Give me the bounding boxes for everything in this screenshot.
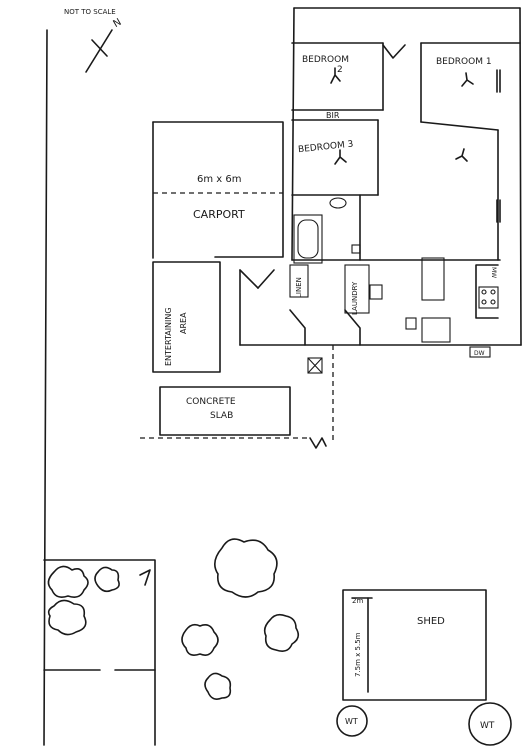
north-arrow-icon <box>85 29 113 73</box>
mw-label: MW <box>490 267 497 278</box>
wt-small-label: WT <box>345 717 358 726</box>
entertaining-area-label: AREA <box>179 312 188 334</box>
linen-label: LINEN <box>295 277 303 298</box>
shed-outline <box>342 589 487 701</box>
bedroom1-label: BEDROOM 1 <box>436 57 492 67</box>
concrete-label: CONCRETE <box>186 397 236 407</box>
shed-width-label: 2m <box>352 597 363 605</box>
dw-label: DW <box>474 350 485 357</box>
tree-icon <box>47 538 300 700</box>
entertaining-area-outline <box>152 261 221 373</box>
carport-size-label: 6m x 6m <box>197 174 241 185</box>
kitchen-island <box>421 257 445 301</box>
window-bedroom1 <box>496 69 501 93</box>
laundry-cupboard <box>344 264 370 314</box>
bedroom2-label: BEDROOM <box>302 55 349 65</box>
concrete-slab-outline <box>159 386 291 436</box>
garden-bed <box>43 559 156 746</box>
toilet <box>351 244 361 254</box>
bathtub <box>293 214 323 264</box>
carport-label: CARPORT <box>193 208 245 221</box>
door-swings <box>239 44 406 346</box>
basin <box>329 197 347 209</box>
window-living <box>496 199 501 223</box>
wt-large-label: WT <box>480 721 495 731</box>
shed-label: SHED <box>417 616 445 627</box>
bathroom-fixtures <box>293 197 361 264</box>
bedroom2-number: 2 <box>337 65 343 75</box>
water-tank-large-icon <box>468 702 512 746</box>
shed-size-label: 7.5m x 5.5m <box>354 632 362 677</box>
sink <box>421 317 451 343</box>
bir-label: BIR <box>326 111 340 120</box>
fridge <box>405 317 417 330</box>
slab-label: SLAB <box>210 411 233 421</box>
kitchen <box>405 257 499 358</box>
ceiling-fan-icon <box>330 67 474 165</box>
linen-cupboard <box>289 264 309 298</box>
north-label: N <box>112 17 124 30</box>
scale-note: NOT TO SCALE <box>64 8 116 16</box>
laundry-tub <box>369 284 383 300</box>
dishwasher-box <box>469 346 491 358</box>
laundry-label: LAUNDRY <box>351 281 359 315</box>
entertaining-label: ENTERTAINING <box>164 307 173 366</box>
bedroom3-label: BEDROOM 3 <box>298 140 354 156</box>
gate-icon <box>309 437 327 449</box>
hot-water-unit-icon <box>307 357 323 374</box>
water-tank-small-icon <box>336 705 368 737</box>
house-outline <box>239 7 522 346</box>
carport-outline <box>152 121 284 259</box>
cooktop <box>478 286 499 309</box>
left-boundary-line <box>43 29 48 746</box>
